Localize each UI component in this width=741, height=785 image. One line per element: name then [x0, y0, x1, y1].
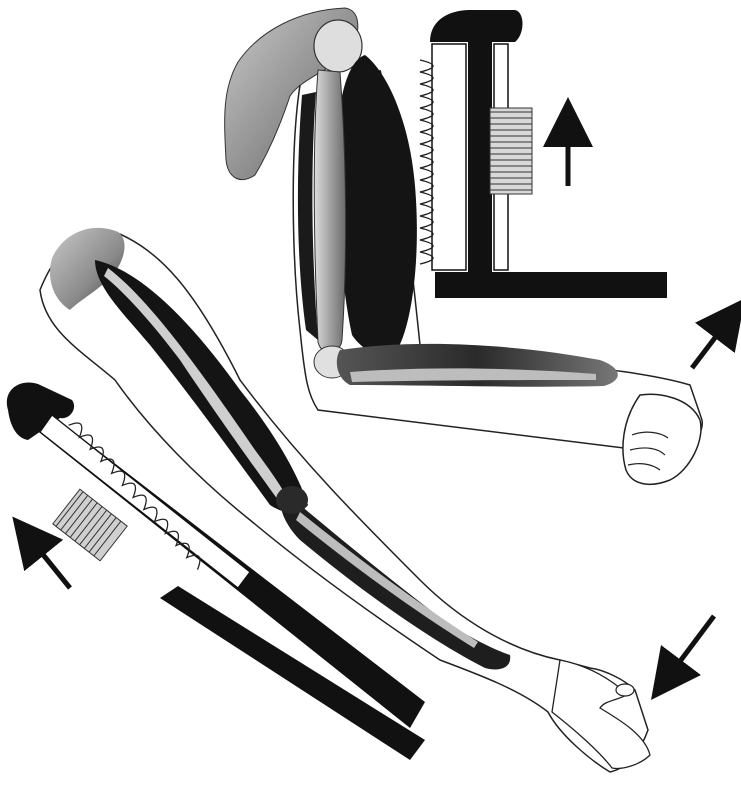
arrow-up-right-icon: [692, 318, 730, 368]
fist: [623, 394, 701, 484]
apparatus-guide: [432, 44, 466, 270]
arrow-down-left-icon: [666, 616, 714, 680]
thumb: [616, 684, 634, 696]
apparatus-cap: [430, 10, 523, 42]
arrow-up-left-icon: [28, 536, 70, 588]
spring-coil: [420, 60, 433, 264]
apparatus-post: [468, 30, 492, 298]
extended-elbow: [276, 486, 308, 514]
compressed-coil: [490, 108, 532, 194]
spring-apparatus-top: [420, 10, 667, 298]
compressed-coil-bottom: [53, 489, 127, 561]
biceps-muscle: [338, 55, 417, 355]
humerus-bone: [314, 70, 345, 353]
